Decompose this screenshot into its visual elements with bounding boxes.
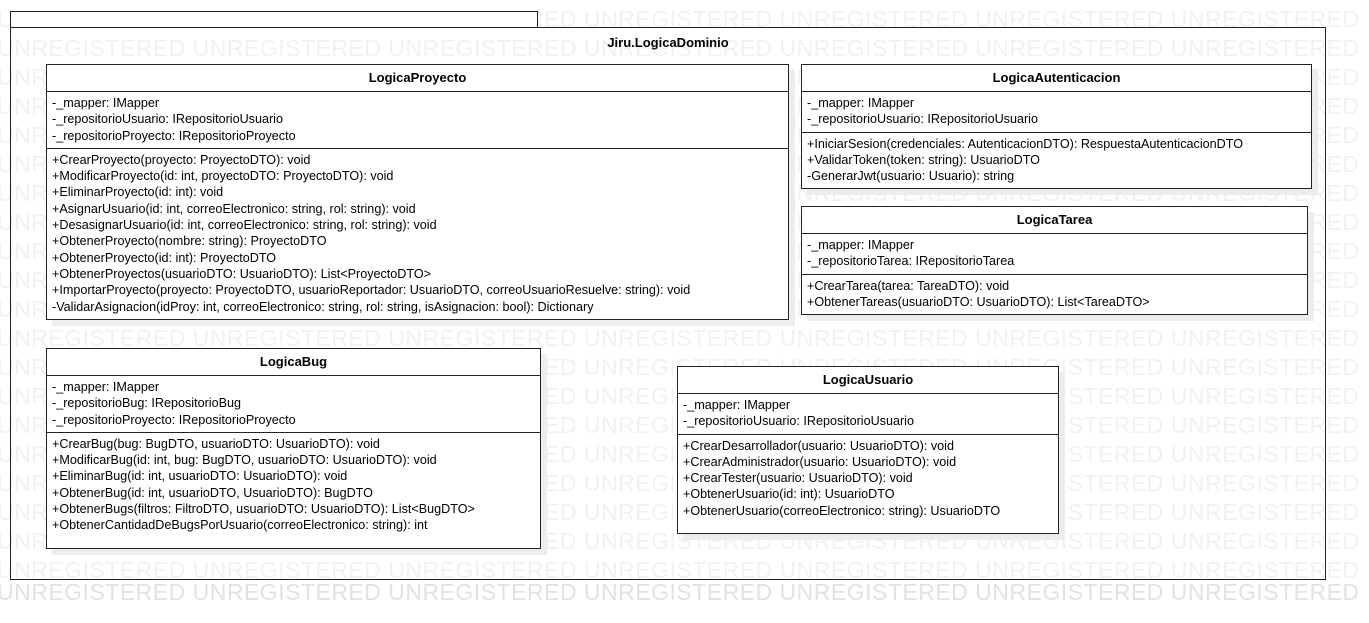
class-name: LogicaTarea	[802, 207, 1307, 234]
operation: +CrearTarea(tarea: TareaDTO): void	[807, 278, 1010, 293]
operation: +ObtenerProyectos(usuarioDTO: UsuarioDTO…	[52, 266, 432, 281]
operations-section: +CrearProyecto(proyecto: ProyectoDTO): v…	[47, 147, 788, 319]
package-tab[interactable]	[10, 11, 538, 28]
operation: +CrearAdministrador(usuario: UsuarioDTO)…	[683, 454, 957, 469]
attribute: -_mapper: IMapper	[683, 398, 791, 412]
operation: +IniciarSesion(credenciales: Autenticaci…	[807, 136, 1243, 151]
class-logica-autenticacion[interactable]: LogicaAutenticacion -_mapper: IMapper -_…	[801, 64, 1312, 190]
watermark-text: UNREGISTERED UNREGISTERED UNREGISTERED U…	[0, 35, 1360, 61]
attribute: -_mapper: IMapper	[807, 96, 915, 110]
operation: +EliminarBug(id: int, usuarioDTO: Usuari…	[52, 469, 348, 484]
attribute: -_repositorioUsuario: IRepositorioUsuari…	[683, 414, 914, 429]
attributes-section: -_mapper: IMapper -_repositorioBug: IRep…	[47, 376, 540, 432]
operation: +AsignarUsuario(id: int, correoElectroni…	[52, 201, 416, 216]
class-logica-bug[interactable]: LogicaBug -_mapper: IMapper -_repositori…	[46, 348, 541, 549]
operation: +CrearBug(bug: BugDTO, usuarioDTO: Usuar…	[52, 436, 380, 451]
class-logica-proyecto[interactable]: LogicaProyecto -_mapper: IMapper -_repos…	[46, 64, 789, 320]
operation: +DesasignarUsuario(id: int, correoElectr…	[52, 218, 437, 233]
operation: +ObtenerTareas(usuarioDTO: UsuarioDTO): …	[807, 294, 1150, 309]
operation: +CrearDesarrollador(usuario: UsuarioDTO)…	[683, 438, 954, 453]
operations-section: +CrearBug(bug: BugDTO, usuarioDTO: Usuar…	[47, 431, 540, 548]
attributes-section: -_mapper: IMapper -_repositorioUsuario: …	[47, 92, 788, 148]
class-name: LogicaProyecto	[47, 65, 788, 92]
class-name: LogicaUsuario	[678, 367, 1058, 394]
operation: +ObtenerUsuario(correoElectronico: strin…	[683, 503, 1001, 518]
attribute: -_mapper: IMapper	[807, 238, 915, 252]
operation: +CrearTester(usuario: UsuarioDTO): void	[683, 471, 913, 486]
operation: +ImportarProyecto(proyecto: ProyectoDTO,…	[52, 283, 691, 298]
watermark-text: UNREGISTERED UNREGISTERED UNREGISTERED U…	[0, 557, 1360, 583]
attribute: -_mapper: IMapper	[52, 380, 160, 394]
attributes-section: -_mapper: IMapper -_repositorioTarea: IR…	[802, 234, 1307, 274]
operation: -GenerarJwt(usuario: Usuario): string	[807, 169, 1015, 184]
attribute: -_repositorioProyecto: IRepositorioProye…	[52, 412, 296, 427]
operations-section: +CrearDesarrollador(usuario: UsuarioDTO)…	[678, 433, 1058, 533]
class-name: LogicaBug	[47, 349, 540, 376]
operations-section: +CrearTarea(tarea: TareaDTO): void +Obte…	[802, 273, 1307, 315]
watermark-text: UNREGISTERED UNREGISTERED UNREGISTERED U…	[0, 325, 1360, 351]
package-frame[interactable]: Jiru.LogicaDominio	[10, 27, 1326, 580]
operation: +ObtenerUsuario(id: int): UsuarioDTO	[683, 487, 895, 502]
class-logica-usuario[interactable]: LogicaUsuario -_mapper: IMapper -_reposi…	[677, 366, 1059, 535]
operation: +EliminarProyecto(id: int): void	[52, 185, 224, 200]
attribute: -_repositorioUsuario: IRepositorioUsuari…	[807, 112, 1038, 127]
operation: +ObtenerCantidadDeBugsPorUsuario(correoE…	[52, 518, 428, 533]
class-logica-tarea[interactable]: LogicaTarea -_mapper: IMapper -_reposito…	[801, 206, 1308, 316]
package-title: Jiru.LogicaDominio	[607, 35, 729, 50]
operation: +ModificarBug(id: int, bug: BugDTO, usua…	[52, 453, 437, 468]
class-name: LogicaAutenticacion	[802, 65, 1311, 92]
operation: +ModificarProyecto(id: int, proyectoDTO:…	[52, 169, 394, 184]
attributes-section: -_mapper: IMapper -_repositorioUsuario: …	[678, 394, 1058, 434]
attributes-section: -_mapper: IMapper -_repositorioUsuario: …	[802, 92, 1311, 132]
operation: -ValidarAsignacion(idProy: int, correoEl…	[52, 299, 594, 314]
operation: +ObtenerBugs(filtros: FiltroDTO, usuario…	[52, 502, 475, 517]
attribute: -_mapper: IMapper	[52, 96, 160, 110]
attribute: -_repositorioProyecto: IRepositorioProye…	[52, 128, 296, 143]
operations-section: +IniciarSesion(credenciales: Autenticaci…	[802, 131, 1311, 189]
operation: +CrearProyecto(proyecto: ProyectoDTO): v…	[52, 152, 311, 167]
attribute: -_repositorioTarea: IRepositorioTarea	[807, 254, 1015, 269]
operation: +ObtenerProyecto(id: int): ProyectoDTO	[52, 250, 277, 265]
operation: +ObtenerBug(id: int, usuarioDTO, Usuario…	[52, 485, 373, 500]
watermark-text: UNREGISTERED UNREGISTERED UNREGISTERED U…	[0, 579, 1360, 605]
operation: +ObtenerProyecto(nombre: string): Proyec…	[52, 234, 327, 249]
attribute: -_repositorioBug: IRepositorioBug	[52, 396, 242, 411]
attribute: -_repositorioUsuario: IRepositorioUsuari…	[52, 112, 283, 127]
operation: +ValidarToken(token: string): UsuarioDTO	[807, 152, 1040, 167]
